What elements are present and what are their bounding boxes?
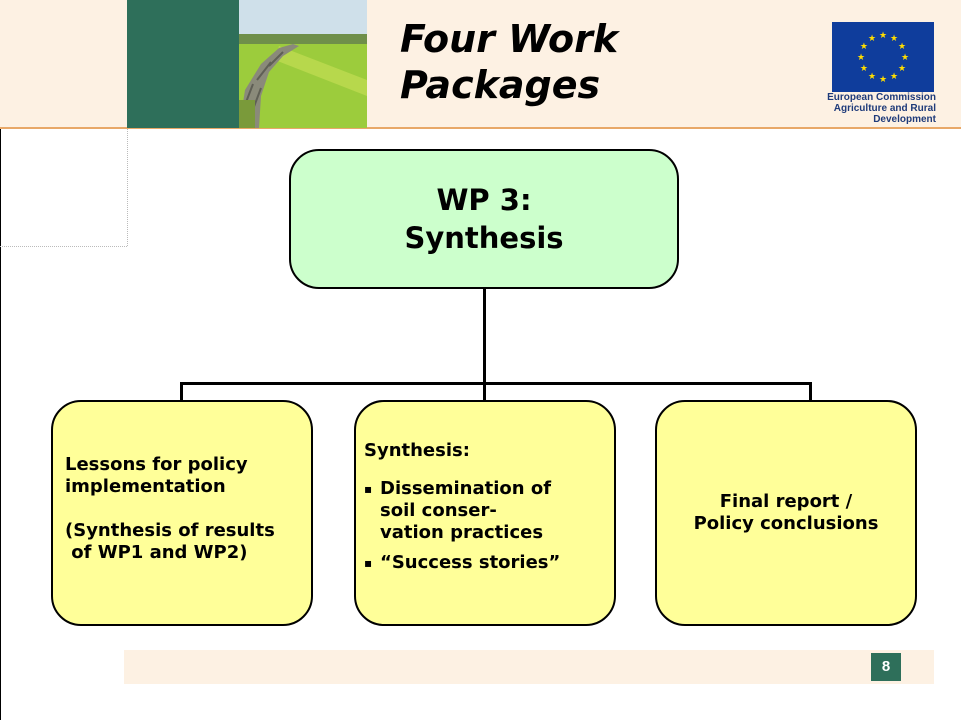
landscape-photo bbox=[239, 0, 367, 128]
slide-title-line-1: Four Work bbox=[400, 17, 619, 61]
lessons-line-5: of WP1 and WP2) bbox=[65, 542, 248, 563]
slide-title: Four Work Packages bbox=[400, 16, 700, 108]
connector-bar bbox=[180, 382, 812, 385]
placeholder-guide-horizontal bbox=[0, 246, 127, 247]
eu-star-icon: ★ bbox=[857, 53, 865, 63]
eu-flag-logo: ★★★★★★★★★★★★ bbox=[832, 22, 934, 92]
eu-star-icon: ★ bbox=[860, 42, 868, 52]
eu-star-icon: ★ bbox=[890, 72, 898, 82]
header-rule bbox=[0, 127, 961, 129]
eu-star-icon: ★ bbox=[879, 75, 887, 85]
eu-star-icon: ★ bbox=[890, 34, 898, 44]
lessons-box: Lessons for policy implementation (Synth… bbox=[51, 400, 313, 626]
eu-star-icon: ★ bbox=[898, 42, 906, 52]
lessons-line-1: Lessons for policy bbox=[65, 454, 248, 475]
connector-middle bbox=[483, 382, 486, 401]
connector-right bbox=[809, 382, 812, 401]
final-line-2: Policy conclusions bbox=[693, 513, 879, 534]
bullet-success-stories: ▪ “Success stories” bbox=[364, 552, 614, 574]
bullet-dissemination: ▪ Dissemination of soil conser- vation p… bbox=[364, 478, 614, 544]
lessons-line-4: (Synthesis of results bbox=[65, 520, 275, 541]
eu-caption-line-1: European Commission bbox=[827, 92, 936, 103]
final-report-box: Final report / Policy conclusions bbox=[655, 400, 917, 626]
eu-star-icon: ★ bbox=[879, 31, 887, 41]
bullet-square-icon: ▪ bbox=[364, 556, 373, 570]
header-green-block bbox=[127, 0, 239, 128]
eu-logo-caption: European Commission Agriculture and Rura… bbox=[770, 92, 936, 125]
footer-bar bbox=[124, 650, 934, 684]
synthesis-heading: Synthesis: bbox=[364, 440, 470, 461]
lessons-line-2: implementation bbox=[65, 476, 226, 497]
eu-star-icon: ★ bbox=[868, 72, 876, 82]
synthesis-box: Synthesis: ▪ Dissemination of soil conse… bbox=[354, 400, 616, 626]
slide-border bbox=[0, 0, 1, 720]
page-number: 8 bbox=[871, 653, 901, 681]
wp3-synthesis-box: WP 3: Synthesis bbox=[289, 149, 679, 289]
synthesis-bullet-list: ▪ Dissemination of soil conser- vation p… bbox=[364, 478, 614, 582]
eu-star-icon: ★ bbox=[898, 64, 906, 74]
placeholder-guide-vertical bbox=[127, 129, 128, 246]
connector-left bbox=[180, 382, 183, 401]
eu-star-icon: ★ bbox=[860, 64, 868, 74]
wp3-line-2: Synthesis bbox=[404, 221, 564, 255]
wp3-line-1: WP 3: bbox=[436, 183, 532, 217]
final-line-1: Final report / bbox=[719, 491, 853, 512]
bullet-1-line-3: vation practices bbox=[380, 522, 544, 543]
bullet-1-line-2: soil conser- bbox=[380, 500, 497, 521]
slide-title-line-2: Packages bbox=[400, 63, 601, 107]
eu-star-icon: ★ bbox=[868, 34, 876, 44]
connector-trunk bbox=[483, 289, 486, 384]
bullet-2-line-1: “Success stories” bbox=[380, 552, 561, 573]
eu-caption-line-2: Agriculture and Rural Development bbox=[833, 103, 936, 125]
eu-star-icon: ★ bbox=[901, 53, 909, 63]
bullet-square-icon: ▪ bbox=[364, 482, 373, 496]
bullet-1-line-1: Dissemination of bbox=[380, 478, 552, 499]
